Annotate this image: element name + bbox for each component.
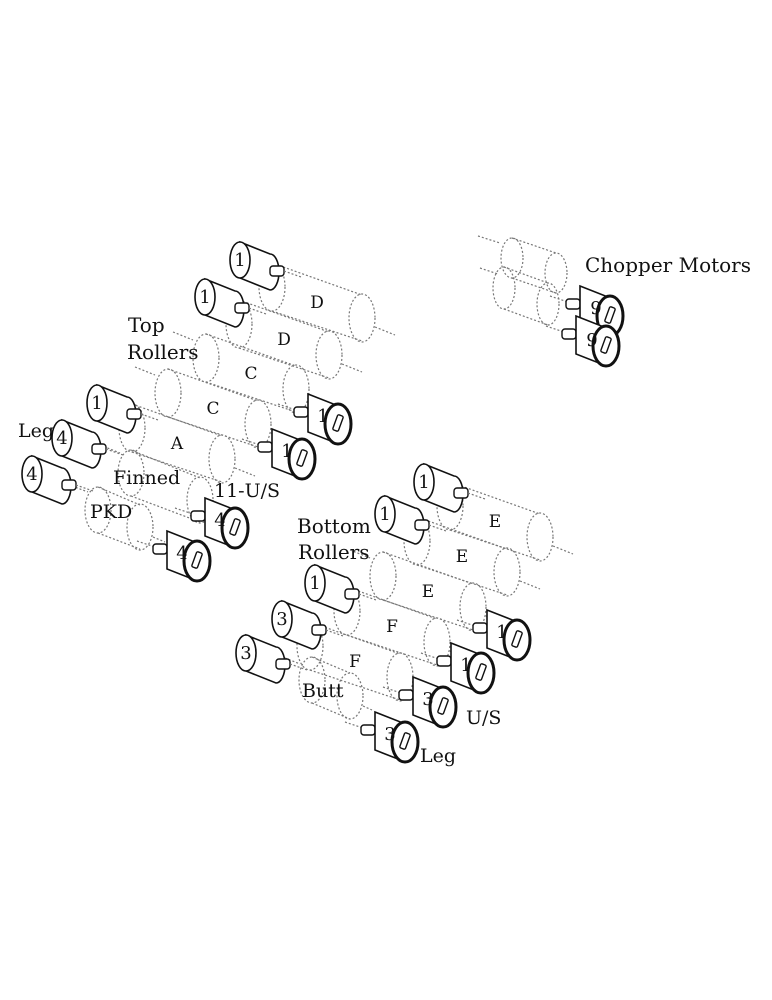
motor-number: 3 bbox=[422, 689, 433, 710]
motor-number: 1 bbox=[91, 393, 102, 414]
roller-letter: D bbox=[310, 293, 324, 313]
pkd-label: PKD bbox=[90, 501, 132, 523]
roller-butt bbox=[284, 656, 373, 720]
roller-letter: E bbox=[456, 547, 468, 567]
butt-label: Butt bbox=[302, 680, 344, 702]
motor-number: 3 bbox=[240, 643, 251, 664]
chopper-motor-9-lower: 9 bbox=[544, 314, 621, 368]
motor-bottom-back-3-lower: 3 bbox=[235, 634, 308, 684]
roller-d-lower: D bbox=[205, 297, 363, 380]
motor-bottom-back-1-upper: 1 bbox=[413, 463, 486, 513]
top-rollers-label-line2: Rollers bbox=[127, 340, 199, 364]
chopper-motors-label: Chopper Motors bbox=[585, 253, 751, 277]
motor-number: 4 bbox=[26, 464, 37, 485]
roller-e-upper: E bbox=[416, 479, 574, 562]
roller-letter: F bbox=[386, 617, 398, 637]
motor-top-back-3: 1 bbox=[86, 384, 159, 434]
roller-letter: C bbox=[244, 364, 257, 384]
bottom-rollers-label-line2: Rollers bbox=[298, 540, 370, 564]
roller-c-lower: C bbox=[134, 366, 292, 449]
motor-number: 9 bbox=[586, 330, 597, 351]
motor-top-back-4-pkd: 4 bbox=[21, 455, 94, 505]
motor-bottom-back-3-upper: 3 bbox=[271, 600, 344, 650]
motor-number: 4 bbox=[214, 510, 225, 531]
motor-top-front-4-pkd: 4 bbox=[135, 529, 212, 583]
chopper-roller-lower bbox=[479, 266, 560, 326]
motor-top-front-4-us: 4 bbox=[173, 496, 250, 550]
roller-f-lower: F bbox=[276, 619, 434, 702]
motor-number: 1 bbox=[460, 655, 471, 676]
motor-number: 3 bbox=[276, 609, 287, 630]
chopper-roller-upper bbox=[477, 235, 568, 294]
motor-number: 1 bbox=[281, 441, 292, 462]
roller-letter: D bbox=[277, 330, 291, 350]
motor-bottom-back-1-middle: 1 bbox=[374, 495, 447, 545]
roller-finned bbox=[99, 444, 214, 524]
motor-number: 1 bbox=[234, 250, 245, 271]
top-rollers-label-line1: Top bbox=[128, 313, 165, 337]
motor-bottom-front-3-leg: 3 bbox=[343, 710, 420, 764]
motor-top-back-2: 1 bbox=[194, 278, 267, 328]
roller-letter: E bbox=[422, 582, 434, 602]
motor-top-back-1: 1 bbox=[229, 241, 302, 291]
roller-a: A bbox=[98, 401, 256, 484]
motor-number: 1 bbox=[418, 472, 429, 493]
motor-top-back-4-leg: 4 bbox=[51, 419, 124, 469]
finned-label: Finned bbox=[113, 467, 180, 489]
motor-number: 9 bbox=[590, 298, 601, 319]
roller-f-upper: F bbox=[313, 584, 471, 667]
motor-number: 1 bbox=[379, 504, 390, 525]
bottom-rollers-label-line1: Bottom bbox=[297, 514, 371, 538]
roller-letter: A bbox=[170, 434, 184, 454]
roller-e-middle: E bbox=[383, 514, 541, 597]
motor-bottom-front-3-us: 3 bbox=[381, 675, 458, 729]
roller-letter: E bbox=[489, 512, 501, 532]
roller-letter: F bbox=[349, 652, 361, 672]
motor-number: 1 bbox=[496, 622, 507, 643]
motor-top-front-1-upper: 1 bbox=[276, 392, 353, 446]
roller-pkd bbox=[71, 485, 166, 551]
motor-number: 1 bbox=[317, 406, 328, 427]
roller-e-lower: E bbox=[349, 549, 507, 632]
roller-c-upper: C bbox=[172, 331, 330, 414]
motor-number: 4 bbox=[176, 543, 187, 564]
motor-number: 3 bbox=[384, 724, 395, 745]
motor-number: 1 bbox=[199, 287, 210, 308]
motor-bottom-back-1-lower: 1 bbox=[304, 564, 377, 614]
motor-number: 1 bbox=[309, 573, 320, 594]
chopper-motor-9-upper: 9 bbox=[548, 284, 625, 338]
roller-d-upper: D bbox=[238, 260, 396, 343]
motor-top-front-1-lower: 1 bbox=[240, 427, 317, 481]
motor-number: 4 bbox=[56, 428, 67, 449]
roller-letter: C bbox=[206, 399, 219, 419]
motor-bottom-front-1-lower: 1 bbox=[419, 641, 496, 695]
us-11-label: 11-U/S bbox=[214, 480, 280, 502]
motor-bottom-front-1-upper: 1 bbox=[455, 608, 532, 662]
leg-bottom-label: Leg bbox=[420, 745, 456, 767]
us-bottom-label: U/S bbox=[466, 707, 501, 729]
leg-top-label: Leg bbox=[18, 420, 54, 442]
